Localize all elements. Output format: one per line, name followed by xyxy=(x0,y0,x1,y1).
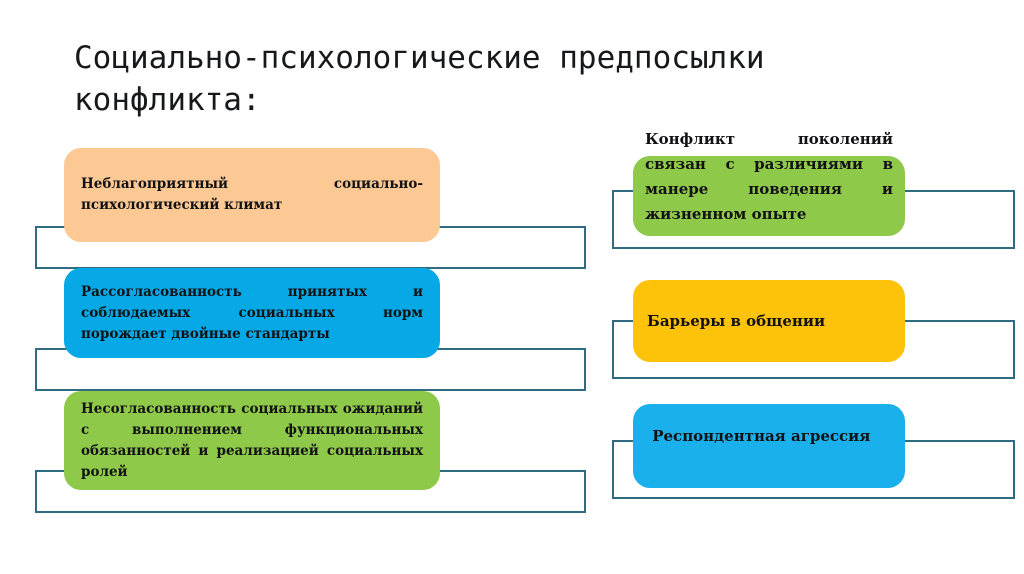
card-unfavourable-climate[interactable]: Неблагоприятный социально-психологически… xyxy=(64,148,440,242)
card-norm-mismatch[interactable]: Рассогласованность принятых и соблюдаемы… xyxy=(64,268,440,358)
card-text: Барьеры в общении xyxy=(647,311,826,330)
card-generation-conflict[interactable]: Конфликт поколений связан с различиями в… xyxy=(633,130,905,236)
card-expectation-mismatch[interactable]: Несогласованность социальных ожиданий с … xyxy=(64,391,440,490)
page-title: Социально-психологические предпосылки ко… xyxy=(74,39,784,118)
card-text: Конфликт поколений связан с различиями в… xyxy=(645,130,899,223)
card-text: Неблагоприятный социально-психологически… xyxy=(81,176,423,213)
card-communication-barriers[interactable]: Барьеры в общении xyxy=(633,280,905,362)
card-respondent-aggression[interactable]: Респондентная агрессия xyxy=(633,404,905,488)
card-text: Рассогласованность принятых и соблюдаемы… xyxy=(81,283,428,342)
card-text: Несогласованность социальных ожиданий с … xyxy=(81,400,428,480)
card-text: Респондентная агрессия xyxy=(647,426,871,445)
